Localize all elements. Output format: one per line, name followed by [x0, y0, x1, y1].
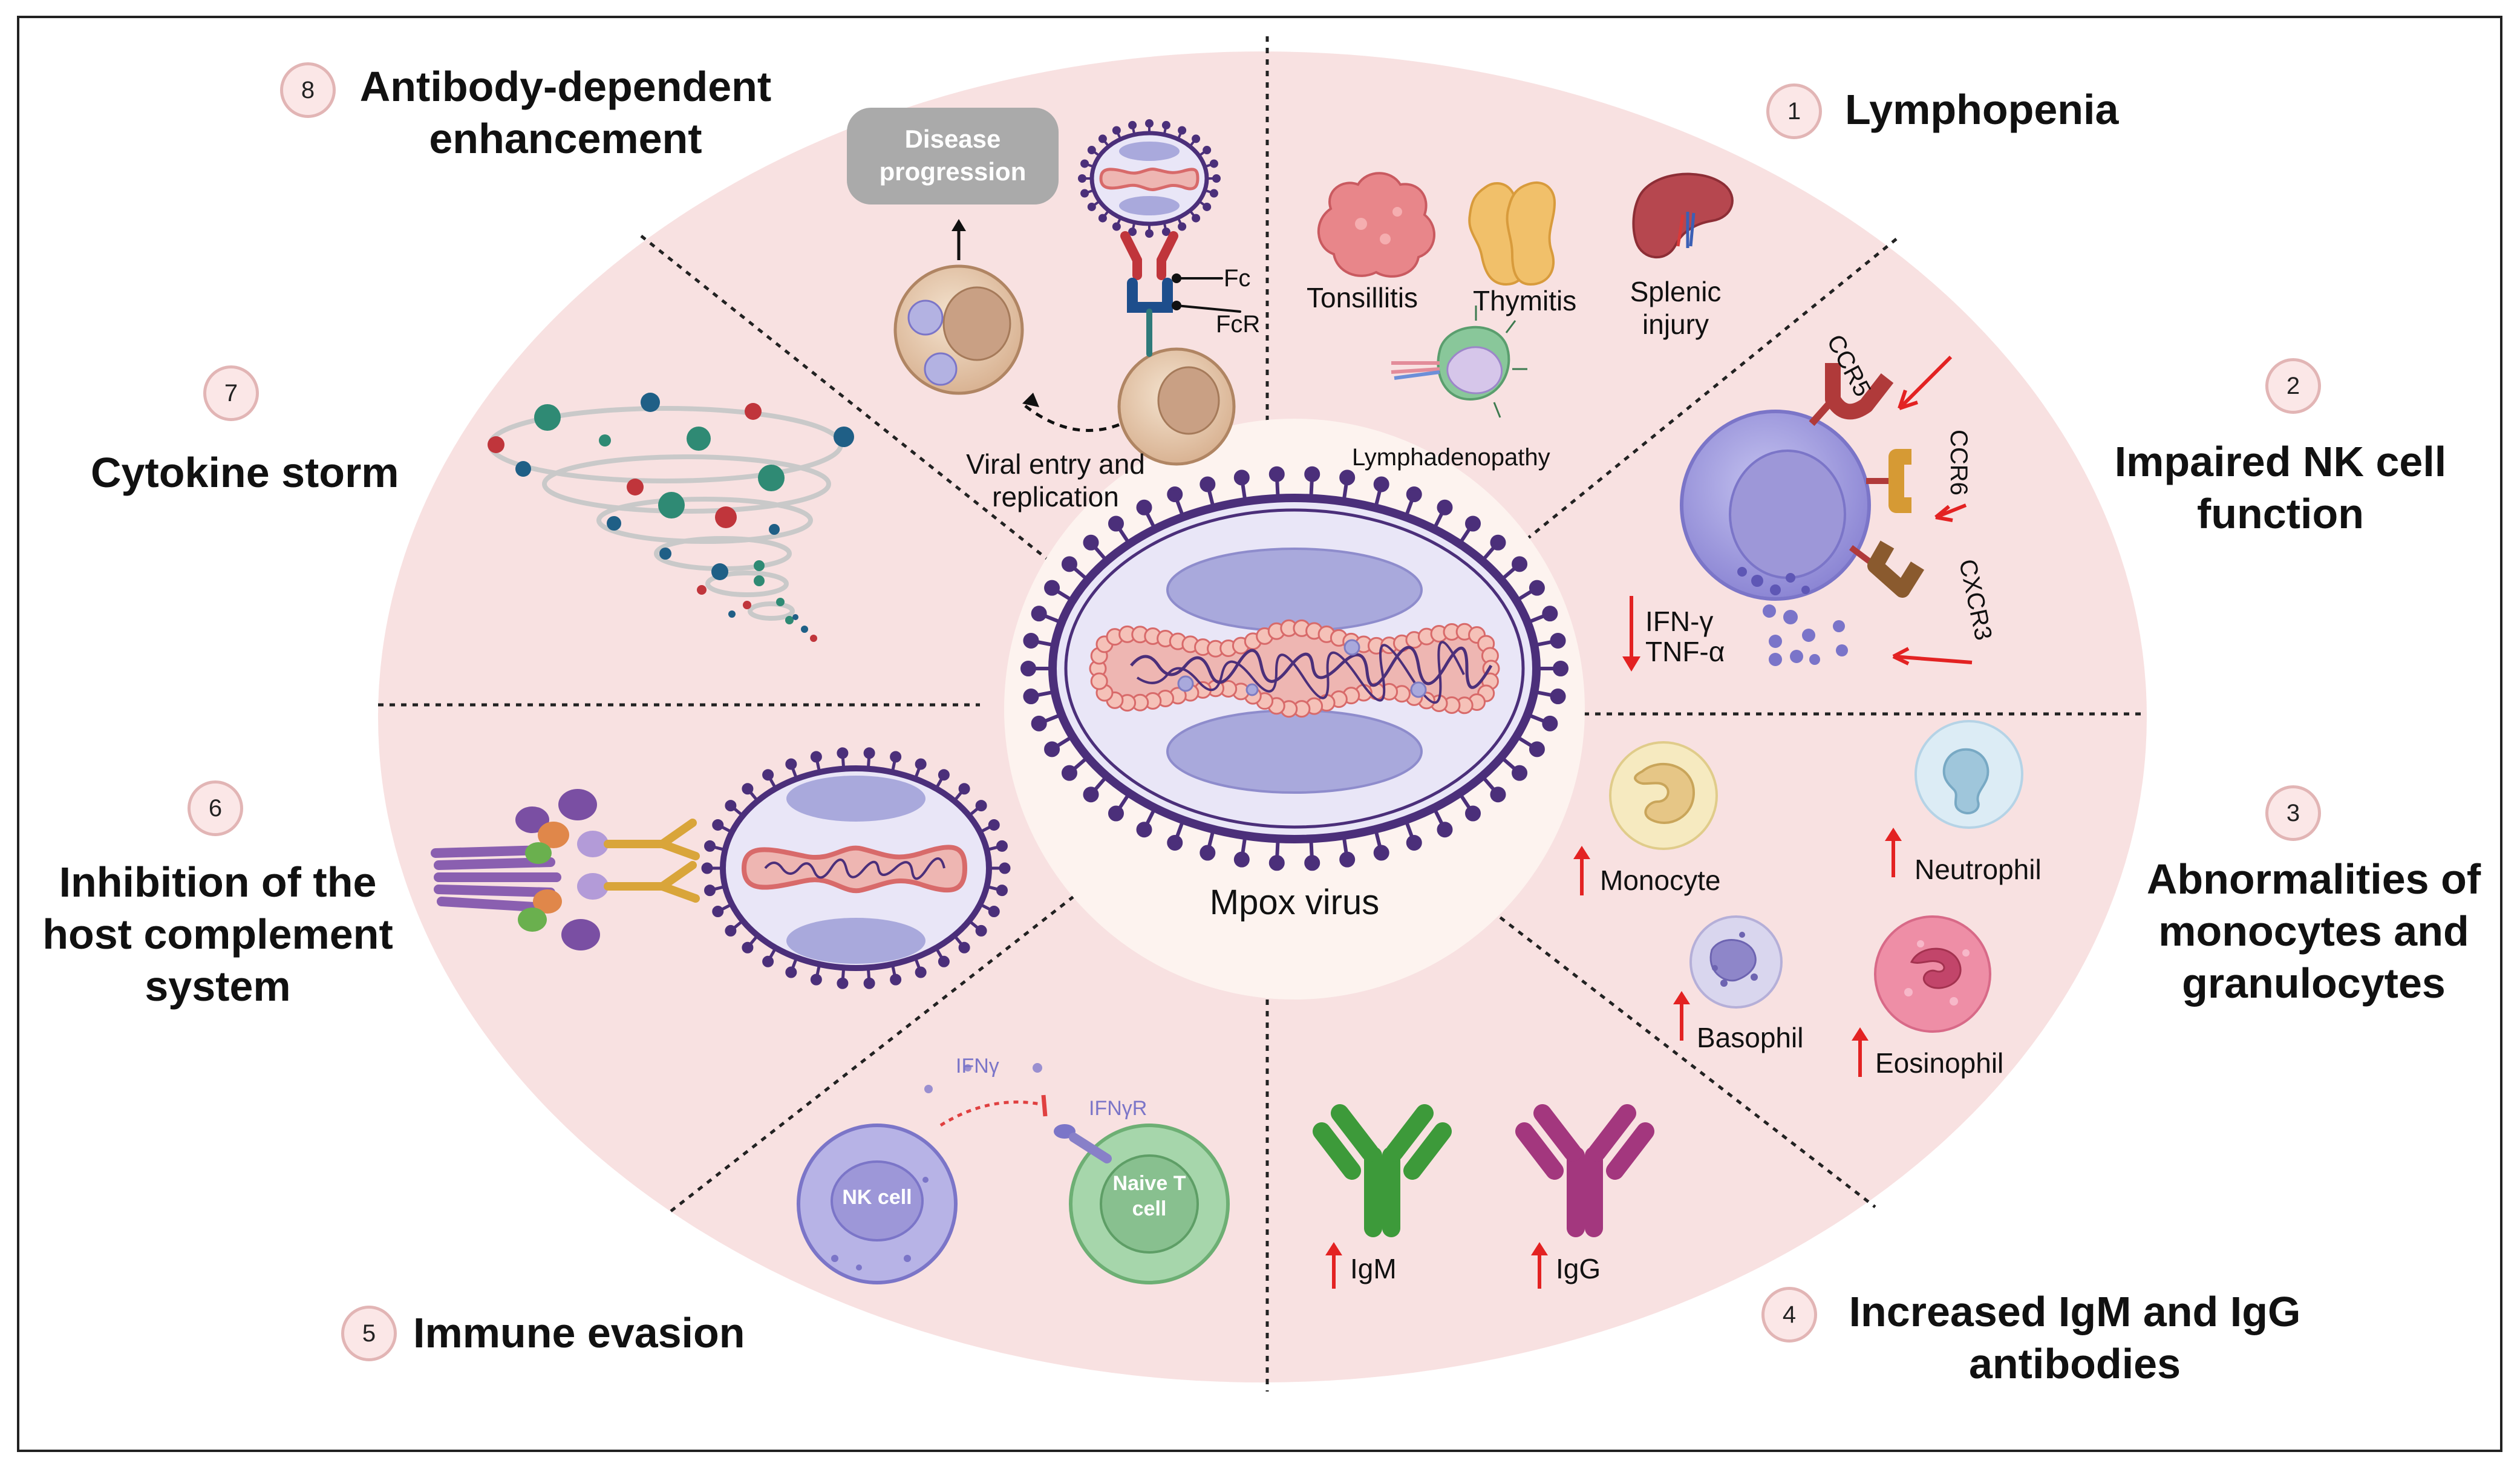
label-tonsillitis: Tonsillitis — [1307, 282, 1418, 313]
label-igg: IgG — [1556, 1253, 1601, 1284]
section-dividers — [378, 36, 2146, 1392]
label-thymitis: Thymitis — [1473, 285, 1577, 316]
neutrophil-icon — [1914, 720, 2023, 829]
disease-progression-box — [847, 108, 1059, 204]
thymus-icon — [1468, 181, 1556, 286]
tonsil-icon — [1317, 172, 1435, 278]
section-title-cytokine-storm: Cytokine storm — [91, 449, 399, 496]
label-fcr: FcR — [1216, 311, 1261, 338]
label-splenic-injury: Splenic injury — [1630, 276, 1722, 340]
macrophage-icon — [1117, 347, 1236, 466]
label-disease-progression: Disease progression — [879, 125, 1027, 186]
label-mpox-virus: Mpox virus — [1209, 883, 1380, 922]
section-title-igm-igg: Increased IgM and IgG antibodies — [1849, 1288, 2301, 1387]
nk-cell-icon — [1680, 410, 1871, 666]
cytokine-tornado-icon — [488, 393, 854, 642]
label-neutrophil: Neutrophil — [1914, 854, 2042, 885]
receptor-icon — [1809, 363, 1925, 598]
arrowhead — [1022, 393, 1039, 407]
label-lymphadenopathy: Lymphadenopathy — [1352, 444, 1550, 471]
up-arrow-icon — [952, 219, 966, 260]
section-title-monocytes: Abnormalities of monocytes and granulocy… — [2146, 855, 2481, 1007]
label-naive-t-cell: Naive T cell — [1112, 1172, 1186, 1220]
label-basophil: Basophil — [1697, 1022, 1804, 1053]
label-eosinophil: Eosinophil — [1875, 1047, 2004, 1079]
monocyte-icon — [1609, 741, 1718, 850]
label-viral-entry: Viral entry and replication — [966, 448, 1145, 512]
section-number: 2 — [2265, 358, 2321, 414]
label-nk-cell: NK cell — [842, 1186, 912, 1209]
label-ifngamma-receptor: IFNγR — [1089, 1097, 1147, 1120]
section-title-lymphopenia: Lymphopenia — [1845, 86, 2119, 133]
label-monocyte: Monocyte — [1600, 865, 1721, 896]
red-arrows — [1892, 355, 1973, 666]
section-number: 4 — [1761, 1287, 1817, 1343]
antibody-icon — [1313, 1104, 1654, 1237]
label-fc: Fc — [1224, 265, 1251, 292]
section-number: 3 — [2265, 785, 2321, 841]
down-arrow-icon — [1622, 596, 1640, 672]
section-title-ade: Antibody-dependent enhancement — [359, 63, 772, 162]
naive-t-cell-icon — [1069, 1124, 1230, 1284]
section-title-nk: Impaired NK cell function — [2114, 438, 2447, 537]
antibody-fc-icon — [1120, 231, 1241, 357]
label-igm: IgM — [1350, 1253, 1397, 1284]
basophil-icon — [1689, 915, 1783, 1009]
section-title-immune-evasion: Immune evasion — [413, 1309, 745, 1356]
section-number: 6 — [188, 780, 243, 836]
section-number: 1 — [1766, 83, 1822, 139]
section-number: 7 — [203, 365, 259, 421]
virus-icon — [701, 747, 1011, 989]
label-ifngamma: IFNγ — [956, 1055, 999, 1078]
eosinophil-icon — [1874, 915, 1991, 1033]
complement-icon — [431, 789, 700, 950]
up-arrows-3 — [1573, 828, 1902, 1077]
label-ccr6: CCR6 — [1945, 430, 1972, 496]
spleen-icon — [1632, 172, 1734, 259]
section-title-complement: Inhibition of the host complement system — [42, 859, 393, 1010]
up-arrows-4 — [1325, 1242, 1548, 1289]
section-number: 8 — [280, 62, 336, 118]
nk-cell-icon — [797, 1124, 958, 1284]
lymph-node-icon — [1391, 306, 1527, 418]
section-number: 5 — [341, 1306, 397, 1361]
label-tnf-alpha: TNF-α — [1645, 636, 1725, 667]
virus-icon — [1078, 119, 1221, 238]
virus-icon — [1020, 466, 1568, 871]
macrophage-icon — [893, 264, 1024, 395]
label-ifn-gamma: IFN-γ — [1645, 606, 1714, 637]
ifngamma-receptor — [924, 1063, 1112, 1163]
